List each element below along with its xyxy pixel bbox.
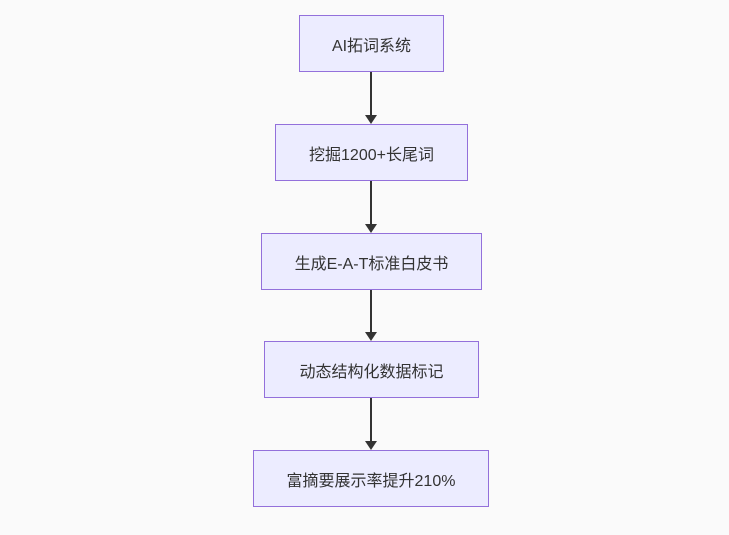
arrow-head-icon bbox=[365, 224, 377, 233]
flow-arrow-1 bbox=[364, 72, 378, 124]
arrow-head-icon bbox=[365, 332, 377, 341]
flow-node-longtail-keywords: 挖掘1200+长尾词 bbox=[275, 124, 468, 181]
flow-arrow-4 bbox=[364, 398, 378, 450]
flow-node-label: 动态结构化数据标记 bbox=[299, 363, 444, 381]
flow-node-eat-whitepaper: 生成E-A-T标准白皮书 bbox=[261, 233, 482, 290]
arrow-line bbox=[370, 72, 372, 115]
arrow-head-icon bbox=[365, 441, 377, 450]
flow-node-label: AI拓词系统 bbox=[331, 37, 412, 55]
arrow-line bbox=[370, 290, 372, 332]
flow-node-ai-word-system: AI拓词系统 bbox=[299, 15, 444, 72]
flow-node-rich-snippet-rate: 富摘要展示率提升210% bbox=[253, 450, 489, 507]
flow-node-label: 挖掘1200+长尾词 bbox=[309, 146, 434, 164]
arrow-head-icon bbox=[365, 115, 377, 124]
flow-node-label: 富摘要展示率提升210% bbox=[286, 472, 456, 490]
arrow-line bbox=[370, 398, 372, 441]
flow-node-structured-data: 动态结构化数据标记 bbox=[264, 341, 479, 398]
flow-node-label: 生成E-A-T标准白皮书 bbox=[294, 255, 449, 273]
arrow-line bbox=[370, 181, 372, 224]
flow-arrow-2 bbox=[364, 181, 378, 233]
flow-arrow-3 bbox=[364, 290, 378, 341]
